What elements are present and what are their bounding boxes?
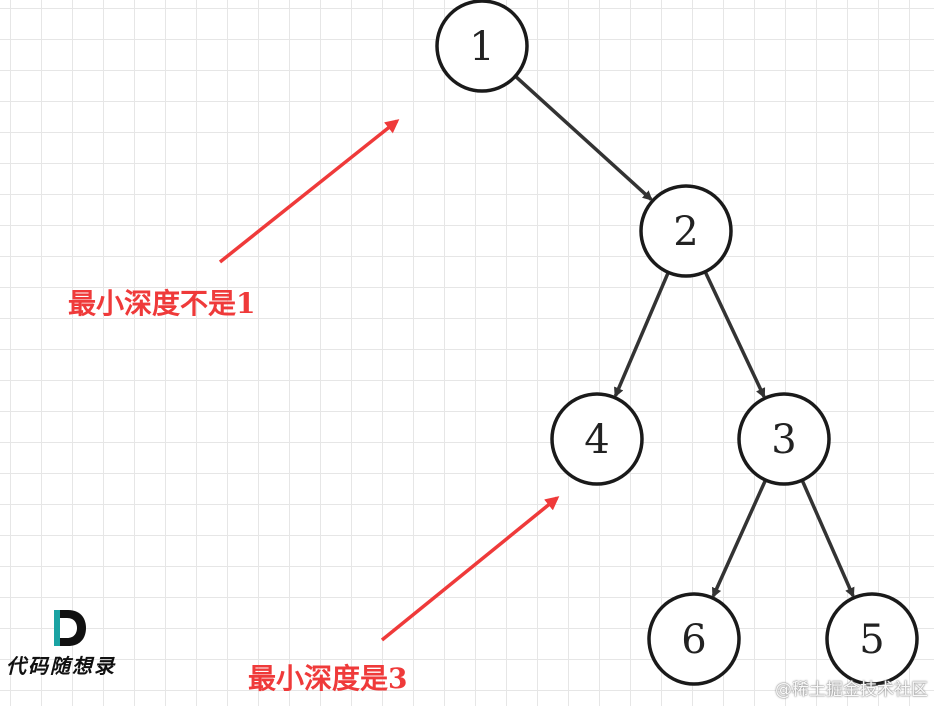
- annotation-arrows: [218, 119, 560, 642]
- tree-node-3: 3: [737, 392, 831, 486]
- tree-edge-n2-n3: [703, 270, 766, 399]
- tree-edge-n3-n5: [800, 479, 855, 598]
- red-arrow-top: [218, 119, 400, 264]
- red-arrow-bottom: [380, 496, 560, 642]
- tree-edge-n1-n2: [514, 74, 653, 201]
- tree-node-label: 2: [673, 209, 698, 255]
- annotation-top-note: 最小深度不是1: [68, 287, 256, 320]
- tree-node-label: 6: [681, 617, 706, 663]
- tree-node-label: 4: [584, 417, 609, 463]
- tree-node-circle: [825, 592, 919, 686]
- annotation-bottom-note: 最小深度是3: [248, 662, 408, 695]
- brand-logo: 代码随想录: [6, 608, 136, 678]
- watermark: @稀土掘金技术社区: [775, 680, 928, 700]
- tree-edge-n3-n6: [711, 479, 768, 598]
- tree-node-label: 1: [469, 24, 494, 70]
- tree-node-label: 5: [859, 617, 884, 663]
- tree-node-1: 1: [435, 0, 529, 93]
- tree-nodes: 1 2 4 3 6 5: [435, 0, 919, 686]
- brand-logo-text: 代码随想录: [6, 654, 116, 678]
- tree-node-circle: [737, 392, 831, 486]
- tree-node-circle: [639, 184, 733, 278]
- tree-node-5: 5: [825, 592, 919, 686]
- tree-node-4: 4: [550, 392, 644, 486]
- tree-node-6: 6: [647, 592, 741, 686]
- tree-node-circle: [647, 592, 741, 686]
- d-letter-logo-icon: [54, 610, 86, 646]
- tree-node-label: 3: [771, 417, 796, 463]
- tree-node-circle: [435, 0, 529, 93]
- tree-edges: [514, 74, 855, 598]
- tree-edge-n2-n4: [613, 271, 670, 398]
- tree-node-circle: [550, 392, 644, 486]
- tree-node-2: 2: [639, 184, 733, 278]
